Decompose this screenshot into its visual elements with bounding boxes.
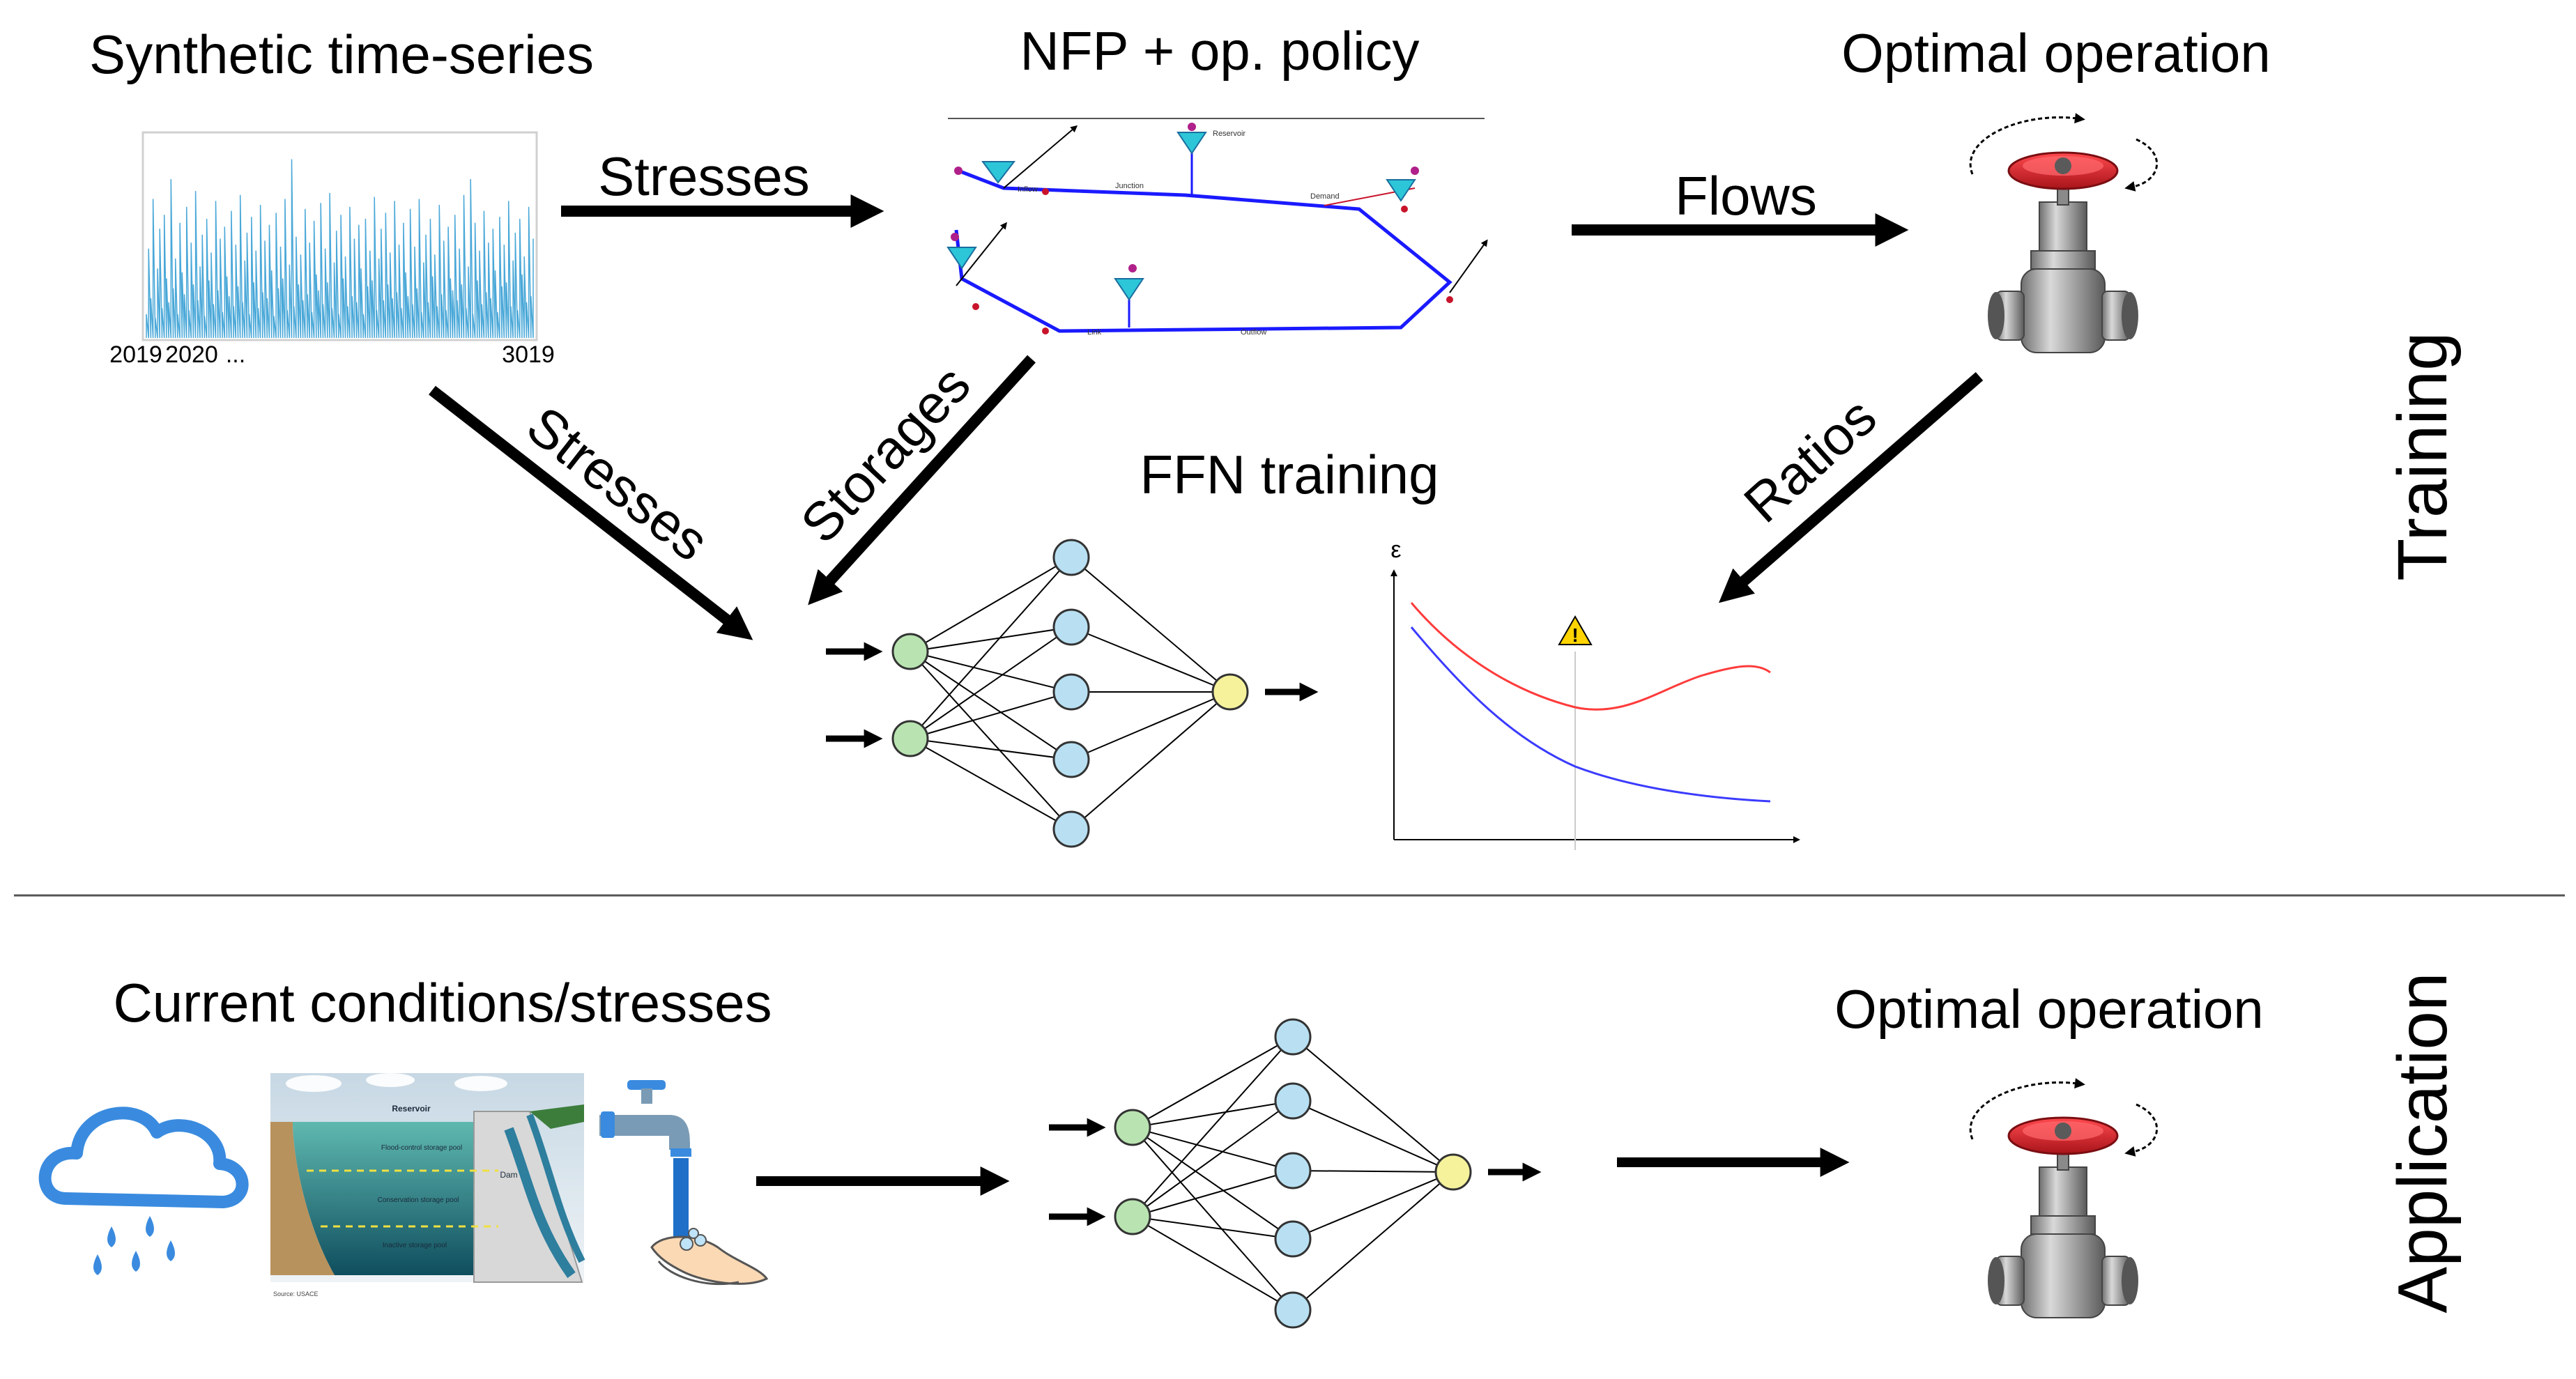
optimal-operation-title-application: Optimal operation <box>1834 978 2264 1040</box>
reservoir-triangle-4 <box>946 247 977 270</box>
hidden-node <box>1274 1152 1312 1189</box>
ffn-connections <box>1132 1036 1454 1311</box>
label-flows: Flows <box>1675 165 1817 226</box>
hidden-node <box>1274 1082 1312 1120</box>
hidden-node <box>1052 810 1090 848</box>
network-branch-3 <box>1449 239 1488 293</box>
reservoir-illustration: Reservoir Flood-control storage pool Dam… <box>270 1073 585 1297</box>
reservoir-triangle-2 <box>1176 132 1207 155</box>
reservoir-source: Source: USACE <box>273 1291 319 1297</box>
loss-plot: ε ! <box>1390 537 1800 850</box>
hidden-node <box>1274 1018 1312 1056</box>
output-node <box>1211 673 1249 711</box>
hidden-node <box>1052 673 1090 711</box>
output-node <box>1434 1153 1472 1191</box>
timeseries-tick-2020: 2020 <box>165 341 218 368</box>
hidden-node <box>1274 1220 1312 1258</box>
network-branch-1 <box>1003 125 1078 189</box>
reservoir-triangle-3 <box>1386 179 1416 202</box>
loss-curve-training <box>1410 626 1771 803</box>
network-label: Reservoir <box>1213 130 1245 138</box>
warning-glyph: ! <box>1572 624 1578 646</box>
reservoir-label: Reservoir <box>392 1104 431 1114</box>
label-ratios: Ratios <box>1732 385 1887 534</box>
hidden-node <box>1052 741 1090 778</box>
network-label: Junction <box>1115 182 1144 190</box>
reservoir-label: Inactive storage pool <box>383 1242 447 1249</box>
arrow-stresses-diag <box>429 385 753 640</box>
network-label: Demand <box>1310 192 1340 201</box>
warning-icon <box>1558 615 1593 645</box>
input-node <box>1114 1198 1151 1235</box>
arrow-ratios <box>1719 371 1984 603</box>
timeseries-tick-2019: 2019 <box>109 341 162 368</box>
reservoir-label: Flood-control storage pool <box>381 1144 462 1152</box>
timeseries-line <box>146 159 534 339</box>
valve-icon-training <box>1970 117 2156 353</box>
ffn-network-application <box>1049 1018 1542 1329</box>
network-node <box>1411 167 1419 175</box>
nfp-network: Inflow Reservoir Junction Demand Outflow… <box>946 118 1488 337</box>
training-side-label: Training <box>2384 332 2462 581</box>
input-node <box>1114 1109 1151 1146</box>
hidden-node <box>1274 1291 1312 1329</box>
arrow-storages <box>808 355 1036 606</box>
input-node <box>891 720 929 757</box>
timeseries-tick-3019: 3019 <box>502 341 555 368</box>
network-node <box>1042 188 1049 195</box>
input-node <box>891 633 929 670</box>
network-node <box>1042 328 1049 334</box>
network-main-loop <box>954 169 1452 333</box>
network-label: Inflow <box>1018 185 1038 194</box>
network-node <box>1446 296 1453 303</box>
optimal-operation-title-training: Optimal operation <box>1841 22 2271 84</box>
ffn-connections <box>910 557 1231 830</box>
timeseries-tick-ellipsis: ... <box>226 341 245 368</box>
reservoir-triangle-5 <box>1114 278 1144 301</box>
network-node <box>972 303 979 310</box>
network-node <box>951 233 959 241</box>
faucet-icon <box>599 1080 769 1286</box>
timeseries-frame <box>141 131 538 341</box>
hidden-node <box>1052 608 1090 646</box>
reservoir-label: Dam <box>500 1170 517 1180</box>
network-branch-2 <box>956 222 1007 286</box>
timeseries-plot: 2019 2020 ... 3019 <box>109 131 555 368</box>
loss-curve-validation <box>1410 602 1771 711</box>
loss-y-label: ε <box>1390 537 1401 563</box>
reservoir-label: Conservation storage pool <box>378 1196 459 1204</box>
network-node <box>954 167 963 175</box>
timeseries-series <box>146 159 534 339</box>
hidden-node <box>1052 539 1090 576</box>
network-label: Outflow <box>1241 328 1266 337</box>
label-stresses-top: Stresses <box>598 146 809 207</box>
network-node <box>1188 123 1196 131</box>
nfp-policy-title: NFP + op. policy <box>1020 20 1419 82</box>
network-node <box>1128 264 1137 272</box>
network-label: Link <box>1087 328 1102 337</box>
network-node <box>1401 206 1408 213</box>
ffn-training-title: FFN training <box>1140 444 1439 505</box>
reservoir-triangle-1 <box>981 161 1016 184</box>
current-conditions-title: Current conditions/stresses <box>113 972 772 1033</box>
rain-cloud-icon <box>38 1107 249 1275</box>
ffn-network-training <box>826 539 1319 848</box>
application-side-label: Application <box>2384 972 2462 1313</box>
valve-icon-application <box>1970 1082 2156 1318</box>
synthetic-timeseries-title: Synthetic time-series <box>89 24 594 85</box>
